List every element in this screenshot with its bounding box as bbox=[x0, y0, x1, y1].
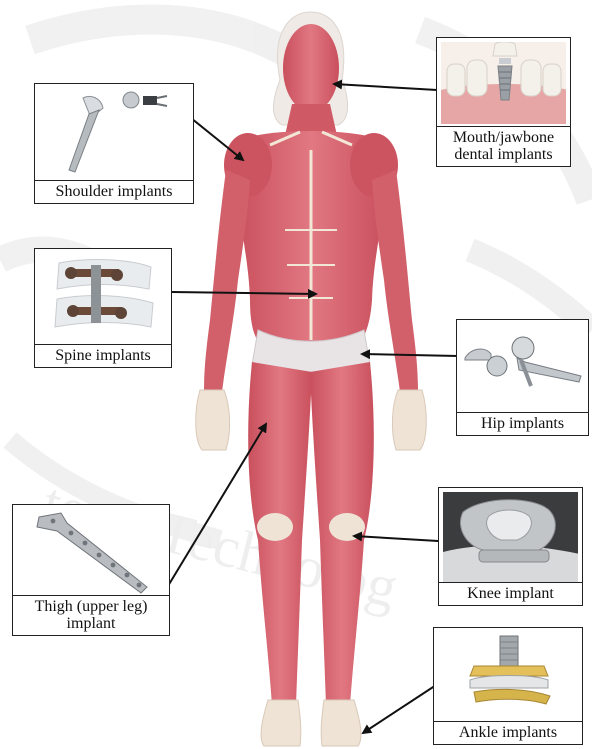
thigh-plate-icon bbox=[17, 509, 165, 595]
arrow-dental bbox=[334, 84, 437, 90]
ankle-implant-icon bbox=[456, 632, 560, 718]
arrow-shoulder bbox=[186, 114, 243, 160]
callout-spine: Spine implants bbox=[34, 248, 172, 368]
callout-knee-label: Knee implant bbox=[439, 582, 582, 605]
callout-knee: Knee implant bbox=[438, 487, 583, 606]
knee-implant-icon bbox=[443, 492, 578, 582]
shoulder-implant-icon bbox=[39, 88, 189, 180]
arrow-knee bbox=[354, 536, 438, 541]
callout-shoulder-label: Shoulder implants bbox=[35, 180, 193, 203]
callout-spine-label: Spine implants bbox=[35, 344, 171, 367]
hip-implant-icon bbox=[461, 324, 584, 412]
dental-implant-icon bbox=[441, 42, 566, 124]
callout-thigh: Thigh (upper leg)implant bbox=[12, 504, 170, 636]
spine-implant-icon bbox=[39, 253, 167, 343]
callout-hip: Hip implants bbox=[456, 319, 589, 436]
callout-hip-label: Hip implants bbox=[457, 412, 588, 435]
callout-thigh-label: Thigh (upper leg)implant bbox=[13, 595, 169, 635]
callout-shoulder: Shoulder implants bbox=[34, 83, 194, 204]
callout-ankle: Ankle implants bbox=[433, 627, 583, 745]
body bbox=[196, 24, 427, 746]
arrow-hip bbox=[362, 354, 458, 356]
callout-ankle-label: Ankle implants bbox=[434, 721, 582, 744]
